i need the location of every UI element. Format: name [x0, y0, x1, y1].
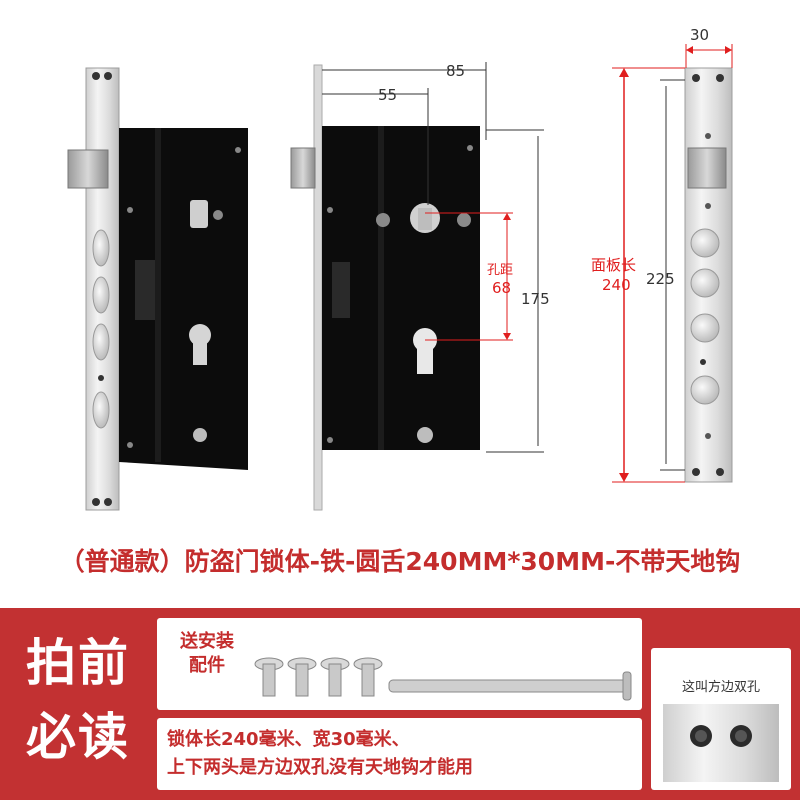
panel-inner-length: 225: [646, 270, 675, 288]
panel-length-value: 240: [602, 276, 631, 294]
spec-note-line-1: 锁体长240毫米、宽30毫米、: [167, 729, 410, 750]
short-screw-icon: [254, 657, 284, 697]
short-screw-icon: [287, 657, 317, 697]
screws-illustration: [254, 657, 632, 701]
included-hardware-label: 送安装 配件: [167, 630, 247, 678]
lock-front-view: [290, 62, 544, 511]
dim-label-30: 30: [690, 26, 709, 44]
long-bolt-icon: [388, 671, 632, 701]
dim-label-55: 55: [378, 86, 397, 104]
product-title: （普通款）防盗门锁体-铁-圆舌240MM*30MM-不带天地钩: [59, 547, 741, 576]
double-hole-label: 这叫方边双孔: [681, 680, 760, 695]
spec-note-panel: 锁体长240毫米、宽30毫米、 上下两头是方边双孔没有天地钩才能用: [157, 718, 642, 790]
hardware-label-line-2: 配件: [189, 655, 225, 676]
lock-diagram: 85 55 孔距 68 175 30 面板长 240 225: [67, 26, 733, 511]
must-read-line-2: 必读: [26, 708, 130, 766]
short-screw-icon: [353, 657, 383, 697]
hardware-label-line-1: 送安装: [180, 631, 234, 652]
panel-length-label: 面板长: [591, 256, 636, 274]
must-read-line-1: 拍前: [26, 634, 130, 692]
notice-banner: 拍前 必读 送安装 配件: [0, 608, 800, 800]
double-hole-example-panel: 这叫方边双孔: [651, 648, 791, 790]
dim-label-85: 85: [446, 62, 465, 80]
body-height-label: 175: [521, 290, 550, 308]
lock-left-view: [67, 67, 248, 511]
hole-spacing-label: 孔距: [487, 263, 513, 278]
double-hole-plate-image: [663, 704, 779, 782]
must-read-heading: 拍前 必读: [10, 626, 146, 774]
spec-note-line-2: 上下两头是方边双孔没有天地钩才能用: [167, 757, 473, 778]
short-screw-icon: [320, 657, 350, 697]
hole-spacing-value: 68: [492, 279, 511, 297]
included-hardware-panel: 送安装 配件: [157, 618, 642, 710]
faceplate-view: [612, 44, 733, 483]
